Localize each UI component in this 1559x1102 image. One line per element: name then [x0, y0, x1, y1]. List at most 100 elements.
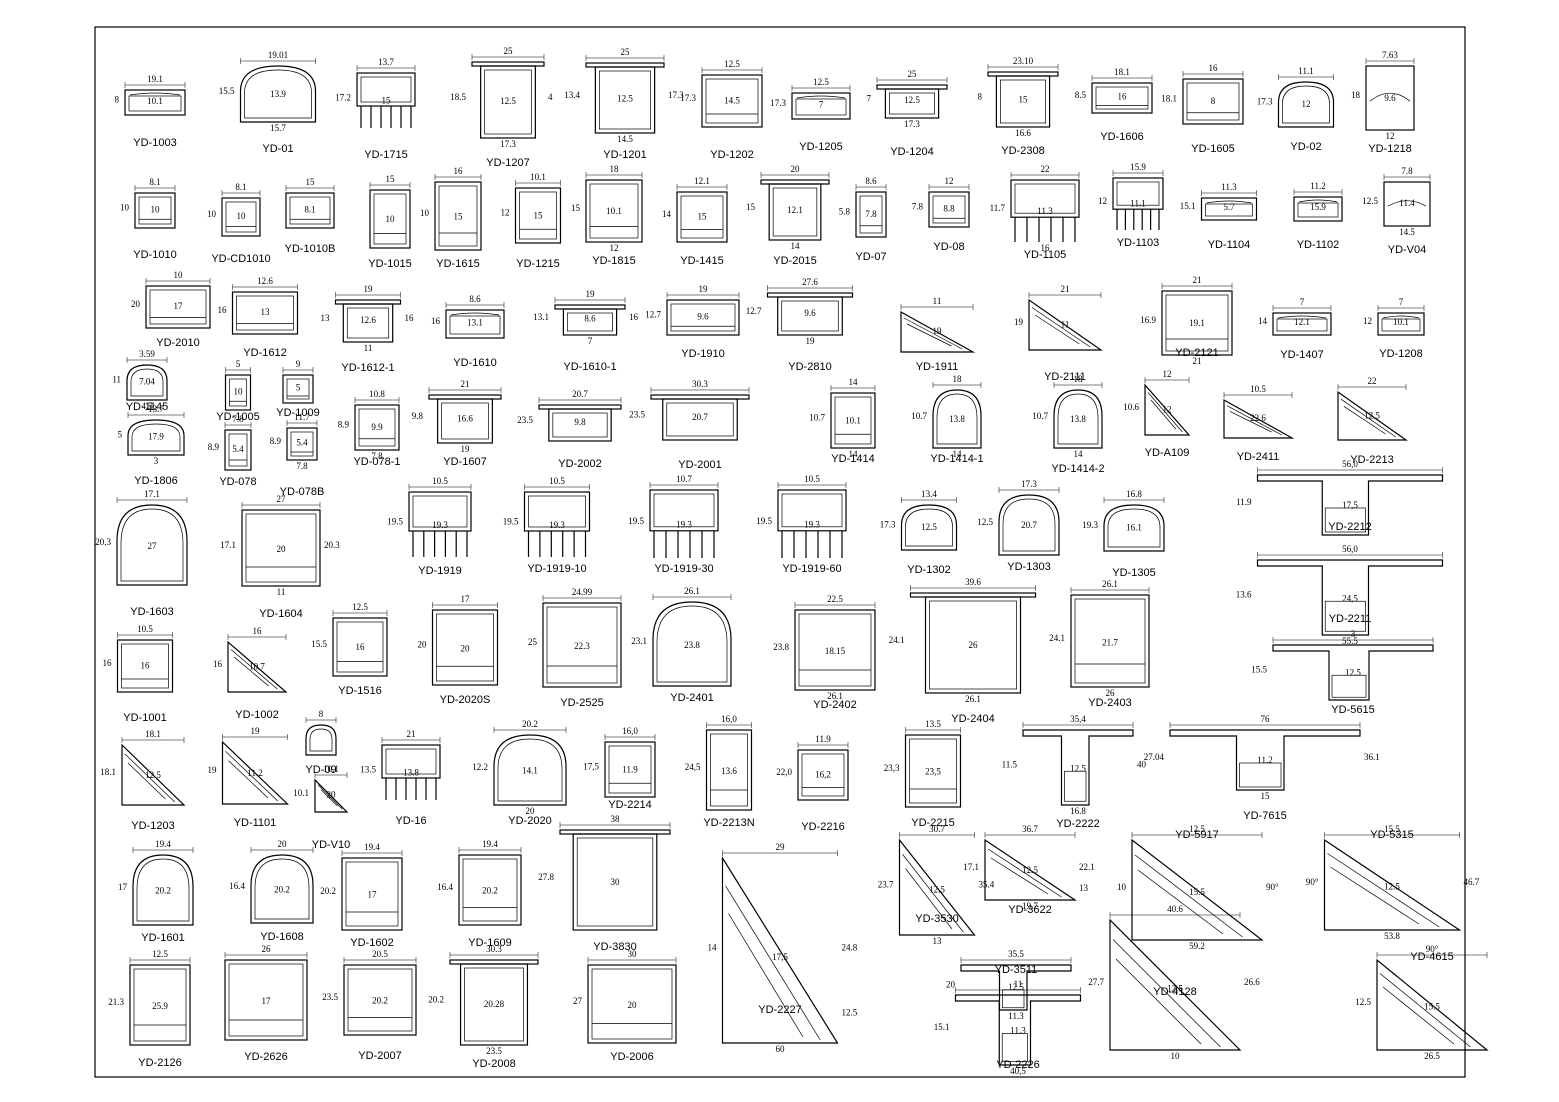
- dimension-value: 56,0: [1342, 544, 1358, 554]
- dimension-value: 11: [277, 587, 286, 597]
- dimension-value: 19: [933, 326, 943, 336]
- dimension-value: 59.2: [1189, 941, 1205, 951]
- model-label: YD-2020S: [440, 694, 491, 706]
- dimension-value: 15.9: [1310, 202, 1326, 212]
- profile-yd-2213n: 16,013.624,5YD-2213N: [685, 714, 755, 829]
- dimension-value: 7.8: [232, 414, 244, 424]
- dimension-value: 20.2: [482, 886, 498, 896]
- dimension-value: 30: [628, 949, 638, 959]
- dimension-value: 20: [278, 839, 288, 849]
- dimension-value: 12.7: [645, 310, 661, 320]
- dimension-value: 19.5: [628, 516, 644, 526]
- profile-yd-1102: 11.215.9YD-1102: [1293, 181, 1343, 251]
- dimension-value: 24.99: [572, 587, 593, 597]
- model-label: YD-1010B: [285, 243, 336, 255]
- model-label: YD-1516: [338, 685, 381, 697]
- dimension-value: 38: [611, 814, 621, 824]
- dimension-value: 26: [262, 944, 272, 954]
- dimension-value: 19: [251, 726, 261, 736]
- dimension-value: 19.3: [549, 520, 565, 530]
- dimension-value: 12.5: [1345, 667, 1361, 677]
- dimension-value: 12.5: [929, 884, 945, 894]
- model-label: YD-2215: [911, 817, 954, 829]
- dimension-value: 25.9: [152, 1001, 168, 1011]
- dimension-value: 15: [1019, 94, 1029, 104]
- dimension-value: 10.1: [606, 206, 622, 216]
- dimension-value: 3: [1351, 629, 1356, 639]
- dimension-value: 9.6: [697, 311, 709, 321]
- model-label: YD-1205: [799, 141, 842, 153]
- dimension-value: 8.9: [208, 442, 220, 452]
- model-label: YD-V04: [1388, 244, 1427, 256]
- dimension-value: 17: [174, 301, 184, 311]
- model-label: YD-09: [305, 764, 336, 776]
- model-label: YD-1610: [453, 357, 496, 369]
- model-label: YD-1610-1: [563, 361, 616, 373]
- dimension-value: 23.8: [773, 642, 789, 652]
- model-label: YD-2002: [558, 458, 601, 470]
- dimension-value: 16: [454, 166, 464, 176]
- dimension-value: 11.1: [1130, 199, 1145, 209]
- dimension-value: 26.6: [1244, 977, 1260, 987]
- dimension-value: 21.3: [108, 997, 124, 1007]
- dimension-value: 23.5: [322, 992, 338, 1002]
- dimension-value: 5.4: [232, 444, 244, 454]
- dimension-value: 15.5: [311, 639, 327, 649]
- dimension-value: 17.2: [335, 93, 351, 103]
- model-label: YD-1607: [443, 456, 486, 468]
- dimension-value: 17.3: [668, 90, 684, 100]
- dimension-value: 20: [277, 544, 287, 554]
- dimension-value: 23.8: [684, 640, 700, 650]
- dimension-value: 7.8: [371, 451, 383, 461]
- model-label: YD-1815: [592, 255, 635, 267]
- dimension-value: 20: [526, 806, 536, 816]
- profile-yd-5615: 312.515.5YD-5615: [1251, 629, 1434, 716]
- dimension-value: 26.1: [684, 586, 700, 596]
- model-label: YD-1612: [243, 347, 286, 359]
- dimension-value: 9.6: [1384, 93, 1396, 103]
- model-label: YD-1215: [516, 258, 559, 270]
- dimension-value: 10.7: [676, 474, 692, 484]
- dimension-value: 18.1: [1161, 94, 1177, 104]
- dimension-value: 16,0: [721, 714, 737, 724]
- profile-yd-078b: 11.75.48.97.8YD-078B: [270, 412, 325, 498]
- dimension-value: 17.1: [963, 862, 979, 872]
- profile-yd-2411: 10.522.6YD-2411: [1223, 384, 1295, 463]
- dimension-value: 20.2: [320, 886, 336, 896]
- model-label: YD-1414-1: [930, 453, 983, 465]
- dimension-value: 12.5: [500, 96, 516, 106]
- profile-yd-1203: 18.112.518.1YD-1203: [100, 729, 186, 832]
- dimension-value: 60: [776, 1044, 786, 1054]
- model-label: YD-1919-30: [654, 563, 713, 575]
- dimension-value: 24,5: [685, 762, 701, 772]
- dimension-value: 12.2: [472, 762, 488, 772]
- dimension-value: 11.5: [1002, 760, 1018, 770]
- dimension-value: 15: [534, 210, 544, 220]
- dimension-value: 19.3: [1082, 520, 1098, 530]
- dimension-value: 20.3: [324, 540, 340, 550]
- dimension-value: 25: [504, 46, 514, 56]
- dimension-value: 12: [1302, 99, 1311, 109]
- dimension-value: 19: [1014, 317, 1024, 327]
- dimension-value: 12.5: [145, 770, 161, 780]
- dimension-value: 26: [1106, 688, 1116, 698]
- dimension-value: 8.8: [943, 203, 955, 213]
- dimension-value: 10.7: [1032, 411, 1048, 421]
- model-label: YD-2001: [678, 459, 721, 471]
- dimension-value: 9.8: [412, 411, 424, 421]
- model-label: YD-1104: [1208, 239, 1251, 251]
- dimension-value: 20.3: [95, 537, 111, 547]
- dimension-value: 13.8: [1070, 414, 1086, 424]
- dimension-value: 15.7: [270, 123, 286, 133]
- dimension-value: 21: [1193, 356, 1202, 366]
- dimension-value: 12.5: [977, 517, 993, 527]
- dimension-value: 22,0: [776, 767, 792, 777]
- model-label: YD-1910: [681, 348, 724, 360]
